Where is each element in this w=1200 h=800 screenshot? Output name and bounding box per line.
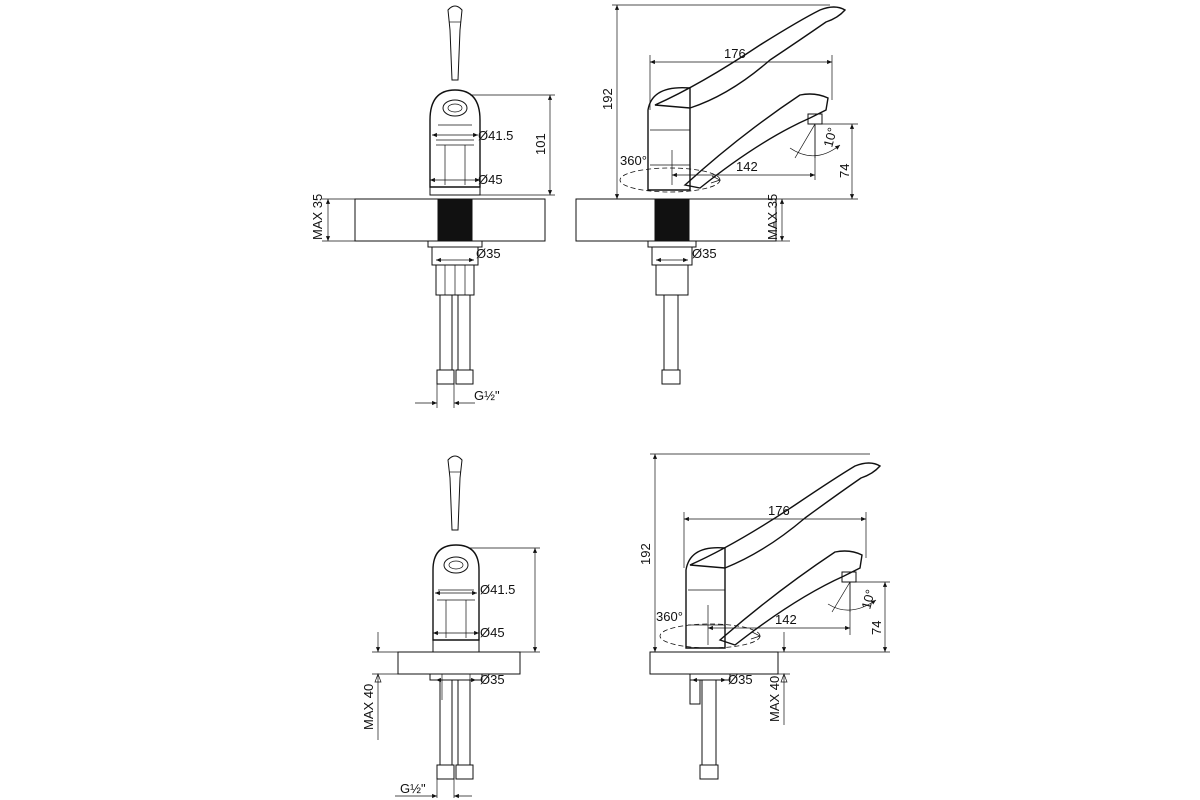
dim-spout-length: 142 <box>736 159 758 174</box>
handle-lever <box>447 5 463 81</box>
hose <box>701 679 717 766</box>
side-view-top: 360° 192 176 142 10° 74 MAX 35 Ø <box>575 4 858 385</box>
front-view-top: Ø41.5 Ø45 101 MAX 35 Ø35 G½" <box>310 5 555 408</box>
rotation-ellipse <box>659 623 761 649</box>
spout <box>683 93 829 189</box>
rotation-ellipse <box>619 167 721 193</box>
dim-body-diameter: Ø45 <box>478 172 503 187</box>
dim-spout-height: 74 <box>869 621 884 635</box>
dim-counter-max40: MAX 40 <box>361 684 376 730</box>
lever-arm <box>654 6 847 109</box>
dim-rotation: 360° <box>620 153 647 168</box>
hose-right <box>457 294 471 371</box>
dim-height-101: 101 <box>533 133 548 155</box>
front-view-bottom: Ø41.5 Ø45 MAX 40 Ø35 G½" <box>361 455 540 799</box>
side-view-bottom: 360° 192 176 142 10° 74 MAX 40 Ø35 <box>638 453 890 780</box>
dim-spout-height: 74 <box>837 164 852 178</box>
dim-counter-max35: MAX 35 <box>765 194 780 240</box>
dim-handle-diameter: Ø41.5 <box>478 128 513 143</box>
dim-spout-length: 142 <box>775 612 797 627</box>
dim-spout-angle: 10° <box>858 588 878 611</box>
dim-thread: G½" <box>400 781 426 796</box>
faucet-body <box>432 544 480 641</box>
dim-handle-diameter: Ø41.5 <box>480 582 515 597</box>
dim-total-height: 192 <box>600 88 615 110</box>
dim-body-diameter: Ø45 <box>480 625 505 640</box>
hose-left <box>439 294 453 371</box>
dim-reach: 176 <box>768 503 790 518</box>
hose <box>663 294 679 371</box>
mounting-block <box>654 198 690 242</box>
dim-spout-angle: 10° <box>820 126 840 149</box>
mounting-block <box>437 198 473 242</box>
dim-shank-diameter: Ø35 <box>476 246 501 261</box>
counter-slab <box>649 651 779 675</box>
dim-thread: G½" <box>474 388 500 403</box>
spout <box>718 550 863 646</box>
hose-right <box>457 679 471 766</box>
dim-rotation: 360° <box>656 609 683 624</box>
dim-counter-max35: MAX 35 <box>310 194 325 240</box>
dim-reach: 176 <box>724 46 746 61</box>
lever-arm <box>689 462 882 569</box>
faucet-body <box>429 89 481 188</box>
faucet-body <box>685 546 726 649</box>
dim-shank-diameter: Ø35 <box>480 672 505 687</box>
handle-lever <box>447 455 463 531</box>
dim-total-height: 192 <box>638 543 653 565</box>
dim-shank-diameter: Ø35 <box>692 246 717 261</box>
dim-counter-max40: MAX 40 <box>767 676 782 722</box>
dim-shank-diameter: Ø35 <box>728 672 753 687</box>
counter-slab <box>397 651 521 675</box>
